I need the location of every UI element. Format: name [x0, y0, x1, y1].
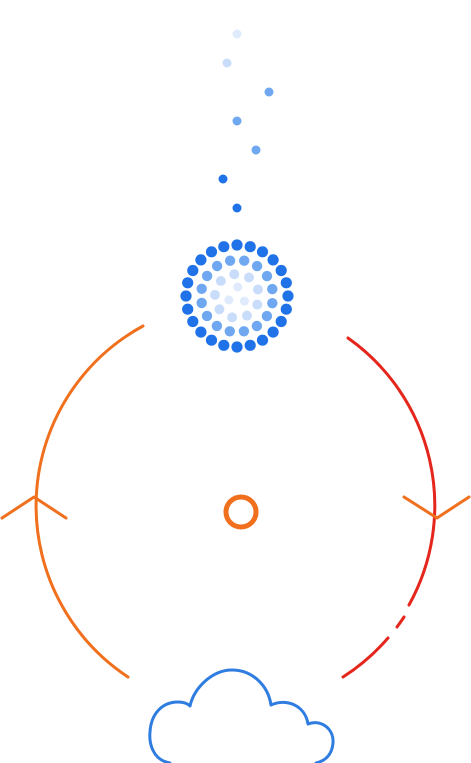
cluster-dot: [231, 239, 243, 251]
cluster-dot: [244, 241, 256, 253]
falling-dots: [218, 29, 274, 213]
falling-dot: [218, 174, 228, 184]
cluster-dot: [261, 310, 273, 322]
cluster-dot: [215, 276, 226, 286]
cluster-dot: [218, 241, 230, 253]
cluster-dot: [201, 270, 213, 282]
cluster-dot: [218, 339, 230, 351]
cluster-dot: [201, 310, 213, 322]
cluster-dot: [242, 310, 252, 321]
left-cycle-arc: [34, 324, 145, 679]
cluster-dot: [229, 269, 240, 280]
cluster-dot: [182, 303, 194, 315]
cluster-dot: [187, 264, 199, 277]
cluster-dot: [280, 277, 292, 289]
falling-dot: [222, 58, 232, 68]
cluster-dot: [224, 295, 234, 305]
falling-dot: [232, 29, 242, 39]
cluster-dot: [196, 283, 207, 294]
cluster-dot: [238, 326, 250, 337]
dot-cluster-icon: [180, 239, 294, 353]
cluster-dot: [267, 298, 278, 309]
cluster-dot: [205, 334, 218, 346]
cluster-dot: [251, 320, 263, 332]
cluster-dot: [282, 290, 294, 302]
cluster-dot: [211, 260, 223, 272]
cluster-dot: [261, 270, 273, 282]
cluster-dot: [251, 260, 263, 272]
cloud-icon: [148, 668, 335, 763]
cluster-dot: [253, 284, 263, 295]
right-cycle-arc-segment: [395, 615, 406, 629]
cluster-dot: [195, 254, 207, 266]
cluster-dot: [187, 315, 199, 328]
cluster-dot: [227, 312, 238, 323]
cluster-dot: [210, 289, 220, 300]
cluster-dot: [256, 246, 269, 258]
right-cycle-arc-lower: [341, 636, 390, 679]
cluster-dot: [256, 334, 269, 346]
falling-dot: [264, 87, 274, 97]
cluster-dot: [211, 320, 223, 332]
cluster-dot: [252, 299, 263, 310]
cluster-dot: [214, 304, 225, 315]
falling-dot: [232, 203, 242, 213]
cluster-dot: [239, 255, 250, 266]
cluster-dot: [224, 255, 236, 266]
cluster-dot: [195, 326, 207, 338]
cluster-dot: [196, 297, 207, 309]
cluster-dot: [244, 272, 254, 283]
falling-dot: [232, 116, 242, 126]
cluster-dot: [267, 326, 279, 338]
falling-dot: [251, 145, 261, 155]
cluster-dot: [244, 339, 256, 351]
cluster-dot: [267, 283, 278, 295]
cluster-dot: [180, 290, 192, 302]
cluster-dot: [267, 254, 279, 266]
cluster-dot: [275, 315, 287, 328]
cluster-dot: [275, 264, 287, 277]
left-arrow-icon: [0, 495, 68, 520]
cluster-dot: [233, 282, 243, 292]
center-ring-icon: [223, 494, 259, 530]
cluster-dot: [205, 246, 218, 258]
cluster-dot: [231, 341, 243, 353]
cluster-dot: [239, 296, 249, 306]
cluster-dot: [280, 303, 292, 315]
right-cycle-arc-upper: [346, 336, 437, 607]
cluster-dot: [224, 326, 235, 337]
right-arrow-icon: [402, 495, 471, 520]
cluster-dot: [182, 277, 194, 289]
